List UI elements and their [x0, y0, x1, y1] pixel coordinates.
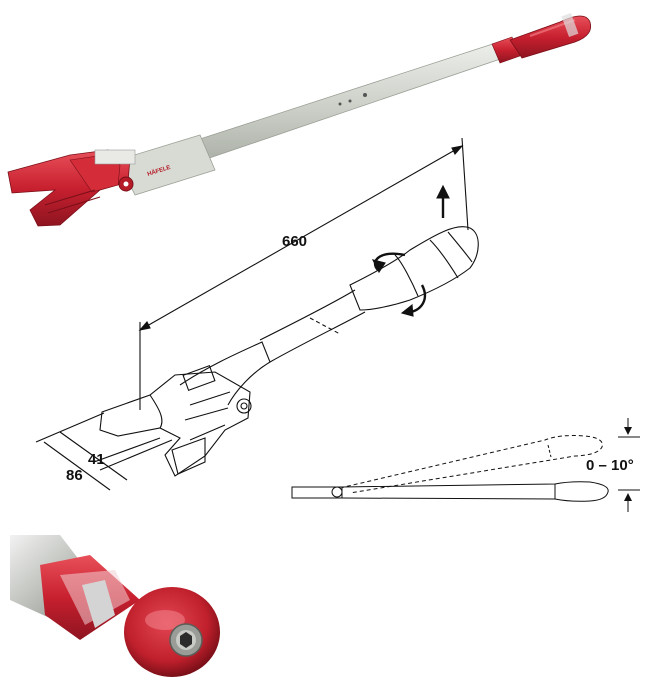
jaw-outer-value: 86 — [66, 467, 83, 484]
jaw-inner-value: 41 — [88, 451, 105, 468]
length-dimension-line — [139, 145, 463, 331]
tilt-angle-value: 0 – 10° — [586, 457, 634, 474]
length-value: 660 — [282, 233, 307, 250]
dimension-drawing — [35, 137, 479, 491]
side-view-drawing — [291, 418, 640, 512]
tool-photo: HÄFELE — [7, 12, 592, 227]
handle-closeup-photo — [10, 535, 220, 677]
